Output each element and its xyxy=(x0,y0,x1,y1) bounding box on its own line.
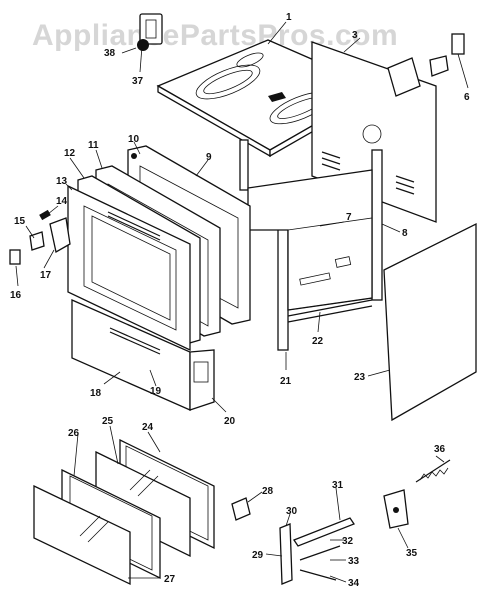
callout-18: 18 xyxy=(90,388,102,399)
hinge-arm[interactable] xyxy=(279,517,355,585)
callout-29: 29 xyxy=(252,550,264,561)
watermark-text: AppliancePartsPros.com xyxy=(32,19,398,52)
callout-20: 20 xyxy=(224,416,236,427)
callout-22: 22 xyxy=(312,336,324,347)
callout-7: 7 xyxy=(346,212,352,223)
outer-door-glass[interactable] xyxy=(33,484,131,586)
callout-23: 23 xyxy=(354,372,366,383)
callout-32: 32 xyxy=(342,536,354,547)
callout-31: 31 xyxy=(332,480,344,491)
screw-icon[interactable] xyxy=(137,39,149,51)
callout-10: 10 xyxy=(128,134,140,145)
callout-21: 21 xyxy=(280,376,292,387)
callout-1: 1 xyxy=(286,12,292,23)
oven-door-outer-panel[interactable] xyxy=(67,184,191,352)
callout-14: 14 xyxy=(56,196,68,207)
callout-labels: 1 3 6 7 8 9 10 11 12 13 14 15 16 17 18 1… xyxy=(10,12,470,589)
callout-13: 13 xyxy=(56,176,68,187)
callout-35: 35 xyxy=(406,548,418,559)
callout-33: 33 xyxy=(348,556,360,567)
callout-12: 12 xyxy=(64,148,76,159)
callout-26: 26 xyxy=(68,428,80,439)
callout-38: 38 xyxy=(104,48,116,59)
callout-19: 19 xyxy=(150,386,162,397)
leader-lines xyxy=(15,21,469,583)
callout-15: 15 xyxy=(14,216,26,227)
callout-16: 16 xyxy=(10,290,22,301)
spring-rod[interactable] xyxy=(415,459,451,483)
callout-3: 3 xyxy=(352,30,358,41)
callout-9: 9 xyxy=(206,152,212,163)
callout-27: 27 xyxy=(164,574,176,585)
latch-bracket[interactable] xyxy=(383,489,409,529)
top-clip-part[interactable] xyxy=(139,13,163,45)
terminal-block[interactable] xyxy=(387,33,465,97)
storage-drawer[interactable] xyxy=(71,299,215,411)
door-hinge[interactable] xyxy=(9,209,71,265)
callout-17: 17 xyxy=(40,270,52,281)
callout-8: 8 xyxy=(402,228,408,239)
callout-34: 34 xyxy=(348,578,360,589)
callout-37: 37 xyxy=(132,76,144,87)
callout-25: 25 xyxy=(102,416,114,427)
side-panel[interactable] xyxy=(383,222,477,422)
callout-30: 30 xyxy=(286,506,298,517)
callout-11: 11 xyxy=(88,140,99,151)
callout-24: 24 xyxy=(142,422,154,433)
callout-36: 36 xyxy=(434,444,446,455)
oven-frame[interactable] xyxy=(239,139,383,351)
door-catch-bracket[interactable] xyxy=(231,497,251,521)
callout-6: 6 xyxy=(464,92,470,103)
callout-28: 28 xyxy=(262,486,274,497)
